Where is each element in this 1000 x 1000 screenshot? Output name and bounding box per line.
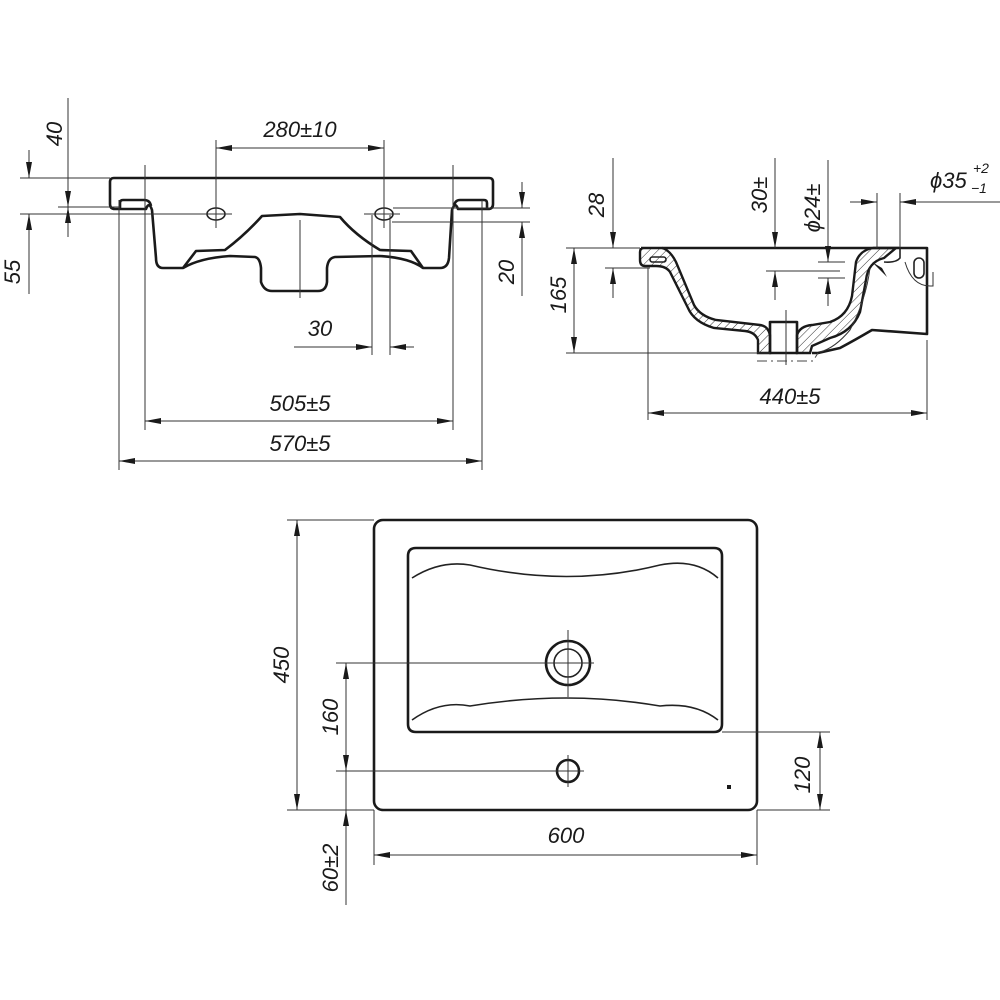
dim-tap-spacing: 280±10 [262, 117, 337, 142]
dim-60: 60±2 [318, 844, 343, 893]
side-view: 165 28 30± ϕ24± ϕ35 +2 −1 440±5 [546, 158, 1000, 420]
marker-dot [727, 785, 731, 789]
dim-overflow-diameter: ϕ24± [800, 184, 825, 233]
front-view: 280±10 40 55 20 30 505±5 570±5 [0, 98, 530, 470]
dim-165: 165 [546, 276, 571, 313]
dim-120: 120 [790, 756, 815, 793]
top-basin [406, 546, 724, 734]
dim-overflow-30: 30± [747, 177, 772, 214]
side-section-right [795, 246, 900, 355]
dim-505: 505±5 [269, 391, 331, 416]
front-drain-outline [182, 254, 424, 293]
top-outline [372, 518, 759, 812]
dim-40: 40 [42, 121, 67, 146]
top-view: 450 160 60±2 120 600 [269, 518, 830, 905]
dim-440: 440±5 [759, 384, 821, 409]
dim-600: 600 [548, 823, 585, 848]
side-drain [768, 320, 799, 355]
front-basin-outline [108, 176, 495, 270]
dim-drain-tol-upper: +2 [973, 160, 989, 176]
dim-drain-diameter: ϕ35 [930, 168, 967, 193]
dim-450: 450 [269, 646, 294, 683]
dim-570: 570±5 [269, 431, 331, 456]
dim-30: 30 [308, 316, 333, 341]
side-section-left [638, 246, 772, 355]
dim-55: 55 [0, 259, 25, 284]
dim-28: 28 [584, 192, 609, 218]
dim-160: 160 [318, 698, 343, 735]
dim-drain-tol-lower: −1 [971, 180, 987, 196]
dim-20: 20 [494, 259, 519, 285]
